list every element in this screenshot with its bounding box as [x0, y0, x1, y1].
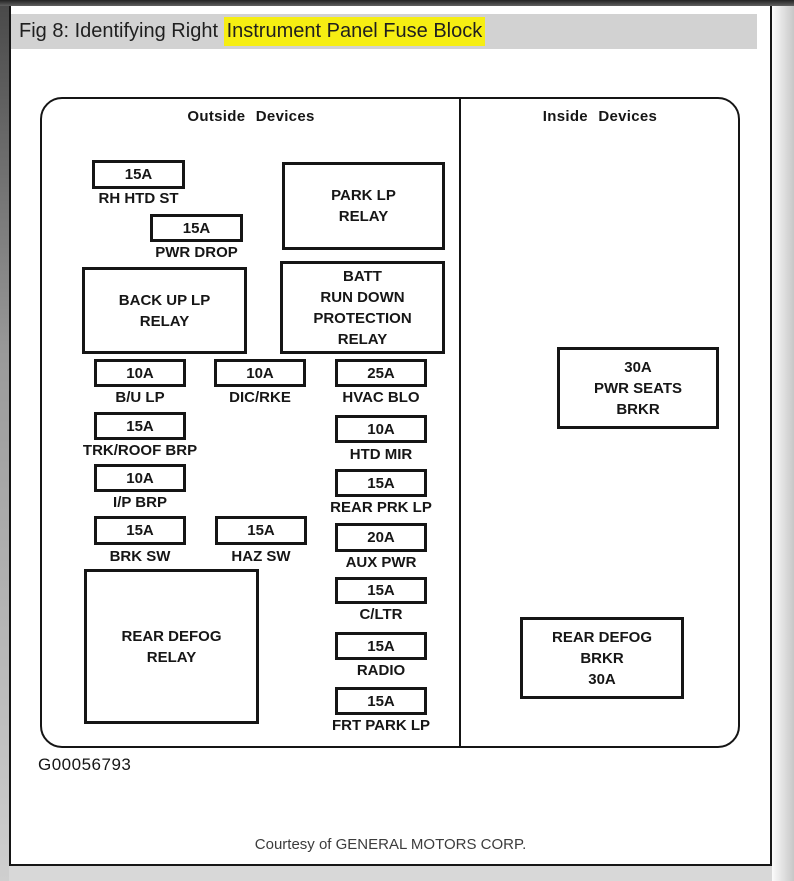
fuse-box: 15A: [335, 632, 427, 660]
batt-run-down-protection-relay: BATT RUN DOWN PROTECTION RELAY: [280, 261, 445, 354]
fuse-label: PWR DROP: [155, 244, 238, 261]
pwr-seats-brkr: 30A PWR SEATS BRKR: [557, 347, 719, 429]
relay-label-line: REAR DEFOG: [551, 628, 652, 646]
park-lp-relay: PARK LP RELAY: [282, 162, 445, 250]
fuse-box: 15A: [92, 160, 185, 189]
figure-caption-text: Fig 8: Identifying Right: [19, 20, 224, 42]
relay-label-line: BATT: [343, 267, 382, 285]
fuse-box: 15A: [150, 214, 243, 242]
section-divider-line: [459, 99, 461, 746]
fuse-label: I/P BRP: [113, 494, 167, 511]
fuse-box: 10A: [214, 359, 306, 387]
fuse-label: AUX PWR: [345, 554, 417, 571]
section-title-outside-devices: Outside Devices: [187, 108, 315, 125]
fuse-label: TRK/ROOF BRP: [82, 442, 198, 459]
relay-label-line: PARK LP: [331, 187, 396, 204]
relay-label-line: RELAY: [146, 648, 197, 666]
relay-label-line: PROTECTION: [313, 309, 412, 327]
fuse-box: 10A: [94, 359, 186, 387]
relay-label-line: BACK UP LP: [118, 291, 211, 309]
figure-id: G00056793: [38, 755, 132, 774]
back-up-lp-relay: BACK UP LP RELAY: [82, 267, 247, 354]
fuse-box: 15A: [335, 469, 427, 497]
relay-label-line: REAR DEFOG: [121, 627, 222, 645]
fuse-box: 25A: [335, 359, 427, 387]
fuse-label: C/LTR: [359, 606, 403, 623]
fuse-label: HAZ SW: [231, 548, 291, 565]
relay-label-line: RELAY: [139, 312, 190, 330]
fuse-box: 20A: [335, 523, 427, 552]
fuse-box: 15A: [94, 516, 186, 545]
fuse-box: 15A: [215, 516, 307, 545]
relay-label-line: RELAY: [337, 330, 388, 348]
rear-defog-brkr: REAR DEFOG BRKR 30A: [520, 617, 684, 699]
document-page: Fig 8: Identifying Right Instrument Pane…: [9, 6, 772, 866]
relay-label-line: BRKR: [580, 649, 624, 667]
relay-label-line: PWR SEATS: [593, 379, 683, 397]
fuse-box: 15A: [94, 412, 186, 440]
relay-label-line: BRKR: [616, 400, 660, 418]
figure-caption-highlighted-text: Instrument Panel Fuse Block: [223, 17, 486, 46]
fuse-label: FRT PARK LP: [331, 717, 431, 734]
fuse-box: 10A: [94, 464, 186, 492]
fuse-label: HVAC BLO: [342, 389, 420, 406]
section-title-inside-devices: Inside Devices: [542, 108, 658, 125]
fuse-label: REAR PRK LP: [330, 499, 432, 516]
relay-label-line: RELAY: [338, 208, 389, 225]
fuse-label: RADIO: [356, 662, 406, 679]
window-left-edge: [0, 6, 9, 881]
fuse-label: DIC/RKE: [229, 389, 291, 406]
fuse-box: 15A: [335, 577, 427, 604]
fuse-label: BRK SW: [109, 548, 171, 565]
fuse-label: HTD MIR: [349, 446, 413, 463]
relay-label-line: RUN DOWN: [320, 288, 405, 306]
fuse-box: 15A: [335, 687, 427, 715]
relay-label-line: 30A: [624, 358, 652, 376]
courtesy-line: Courtesy of GENERAL MOTORS CORP.: [254, 836, 527, 853]
rear-defog-relay: REAR DEFOG RELAY: [84, 569, 259, 724]
window-right-edge: [772, 6, 794, 881]
fuse-label: RH HTD ST: [98, 190, 179, 207]
window-top-edge: [0, 0, 794, 6]
fuse-label: B/U LP: [115, 389, 165, 406]
relay-label-line: 30A: [588, 670, 616, 688]
fuse-box: 10A: [335, 415, 427, 443]
figure-caption-bar: Fig 8: Identifying Right Instrument Pane…: [11, 14, 757, 49]
